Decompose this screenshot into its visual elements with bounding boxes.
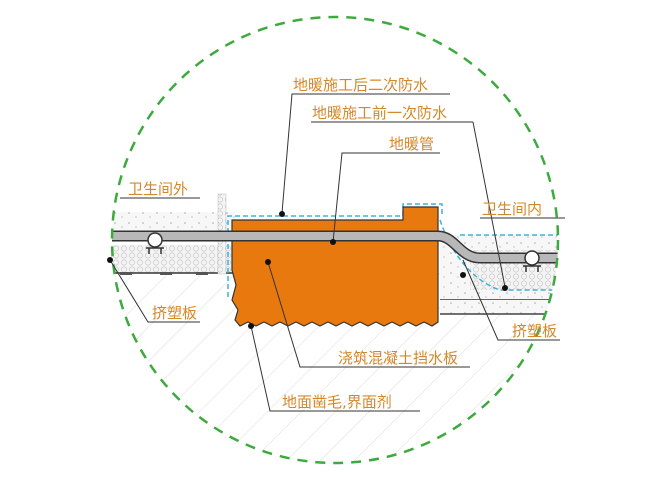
- leader-xps-right: [462, 259, 560, 341]
- section-layers: [112, 193, 558, 463]
- right-leveling-layer: [440, 300, 558, 314]
- label-xps-left: 挤塑板: [152, 304, 197, 322]
- left-board-spacer: [160, 272, 172, 275]
- label-second-waterproof: 地暖施工后二次防水: [293, 76, 428, 94]
- leader-dot: [460, 272, 466, 278]
- label-heating-pipe: 地暖管: [389, 135, 434, 153]
- left-xps-board: [112, 245, 235, 273]
- leader-lines: [109, 93, 565, 412]
- leader-dots: [107, 211, 508, 329]
- leader-first-waterproof: [311, 121, 506, 288]
- label-outside-bathroom: 卫生间外: [128, 180, 188, 198]
- label-xps-right: 挤塑板: [512, 322, 557, 340]
- leader-xps-left: [109, 259, 200, 323]
- pipe-clip-left: [146, 232, 164, 254]
- left-board-spacer: [120, 272, 132, 275]
- left-board-spacer: [196, 272, 208, 275]
- label-ground-roughening: 地面凿毛,界面剂: [282, 393, 392, 411]
- leader-dot: [502, 285, 508, 291]
- leader-heating-pipe: [332, 152, 440, 243]
- leader-second-waterproof: [281, 93, 450, 214]
- heating-pipe: [112, 232, 558, 262]
- first-waterproof-layer: [439, 219, 558, 291]
- label-inside-bathroom: 卫生间内: [482, 200, 542, 218]
- detail-circle: [110, 15, 560, 465]
- second-waterproof-layer: [227, 203, 443, 297]
- leader-ground-roughening: [250, 325, 420, 412]
- pipe-clip-right: [523, 250, 541, 272]
- leader-dot: [107, 257, 113, 263]
- leader-dot: [248, 323, 254, 329]
- leader-dot: [330, 239, 336, 245]
- leader-concrete-barrier: [267, 261, 470, 368]
- label-concrete-barrier: 浇筑混凝土挡水板: [338, 349, 458, 367]
- label-first-waterproof: 地暖施工前一次防水: [312, 104, 447, 122]
- leader-dot: [279, 211, 285, 217]
- leader-dot: [265, 259, 271, 265]
